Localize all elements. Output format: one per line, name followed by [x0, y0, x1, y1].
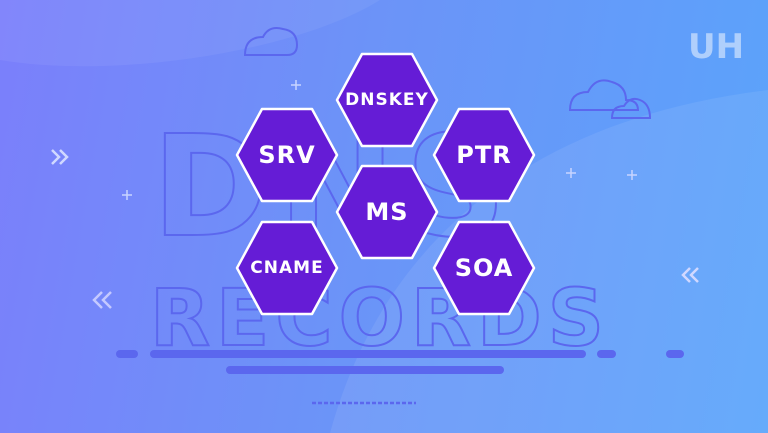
record-hexagon-ms: MS — [332, 163, 442, 261]
record-label: CNAME — [250, 258, 324, 278]
record-label: SRV — [258, 141, 316, 169]
record-hexagon-srv: SRV — [232, 106, 342, 204]
uh-logo: UH — [688, 27, 744, 67]
background-records-text: RECORDS — [150, 274, 610, 364]
record-hexagon-cname: CNAME — [232, 219, 342, 317]
record-label: SOA — [454, 254, 514, 282]
record-hexagon-soa: SOA — [429, 219, 539, 317]
record-hexagon-dnskey: DNSKEY — [332, 51, 442, 149]
record-label: MS — [365, 198, 409, 226]
record-label: DNSKEY — [345, 90, 429, 110]
record-label: PTR — [456, 141, 512, 169]
record-hexagon-ptr: PTR — [429, 106, 539, 204]
